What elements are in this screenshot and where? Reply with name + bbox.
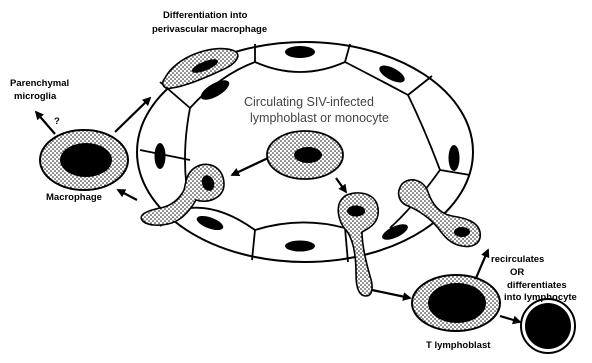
transmigrating-cell-left: [141, 164, 224, 225]
label-t-lymphoblast: T lymphoblast: [426, 340, 491, 351]
circulating-infected-cell: [267, 131, 343, 179]
macrophage-cell: [40, 130, 128, 190]
label-question-mark: ?: [54, 116, 60, 127]
label-differentiation-line2: perivascular macrophage: [152, 24, 267, 35]
label-circulating-line1: Circulating SIV-infected: [244, 95, 374, 109]
lymphocyte-cell: [521, 299, 575, 353]
label-differentiates-line1: differentiates: [507, 280, 567, 291]
transmigrating-cell-bottom: [338, 193, 378, 296]
t-lymphoblast-cell: [412, 275, 500, 331]
label-differentiation-line1: Differentiation into: [163, 10, 248, 21]
label-recirculates: recirculates: [491, 254, 544, 265]
label-or: OR: [510, 267, 524, 278]
label-macrophage: Macrophage: [46, 192, 102, 203]
label-parenchymal-line2: microglia: [14, 91, 57, 102]
label-circulating-line2: lymphoblast or monocyte: [250, 111, 389, 125]
label-differentiates-line2: into lymphocyte: [504, 292, 577, 303]
label-parenchymal-line1: Parenchymal: [10, 78, 69, 89]
